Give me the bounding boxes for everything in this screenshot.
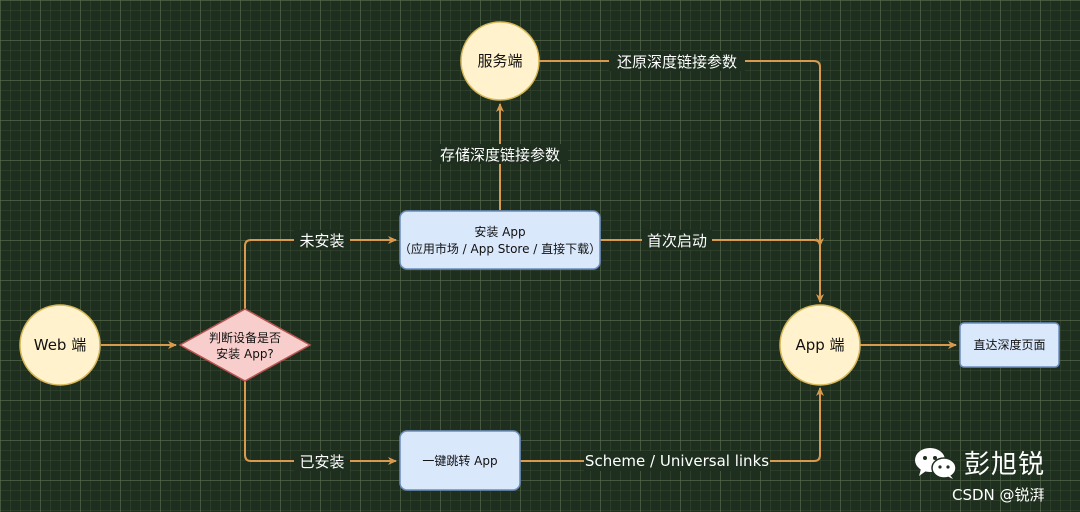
node-install: 安装 App （应用市场 / App Store / 直接下载） — [399, 210, 601, 270]
node-decision: 判断设备是否 安装 App? — [178, 308, 312, 382]
svg-text:Scheme / Universal links: Scheme / Universal links — [585, 452, 769, 470]
edge-label-installed: 已安装 — [294, 451, 350, 471]
edge-label-scheme: Scheme / Universal links — [584, 451, 770, 471]
node-server: 服务端 — [460, 21, 540, 101]
edge-decision-to-jump — [244, 380, 397, 465]
edge-label-first-launch: 首次启动 — [642, 230, 712, 250]
svg-text:App 端: App 端 — [795, 336, 844, 354]
svg-text:存储深度链接参数: 存储深度链接参数 — [440, 146, 560, 164]
node-jump: 一键跳转 App — [399, 430, 521, 491]
svg-text:Web 端: Web 端 — [34, 336, 86, 354]
edge-install-to-app — [600, 237, 824, 247]
edge-label-not-installed: 未安装 — [294, 230, 350, 250]
edge-label-restore-params: 还原深度链接参数 — [609, 51, 745, 71]
svg-text:安装 App: 安装 App — [474, 224, 525, 239]
edge-label-store-params: 存储深度链接参数 — [432, 144, 568, 164]
watermark-csdn: CSDN @锐湃 — [952, 486, 1045, 504]
svg-text:安装 App?: 安装 App? — [216, 346, 274, 361]
node-app: App 端 — [779, 304, 861, 386]
svg-text:未安装: 未安装 — [299, 232, 344, 250]
svg-text:（应用市场 / App Store / 直接下载）: （应用市场 / App Store / 直接下载） — [399, 241, 601, 256]
svg-text:直达深度页面: 直达深度页面 — [973, 337, 1045, 352]
wechat-icon — [915, 448, 957, 479]
svg-text:判断设备是否: 判断设备是否 — [209, 330, 281, 345]
node-web: Web 端 — [19, 304, 101, 386]
svg-text:还原深度链接参数: 还原深度链接参数 — [617, 53, 737, 71]
edge-decision-to-install — [244, 236, 397, 310]
svg-text:服务端: 服务端 — [477, 52, 522, 70]
edge-server-to-app — [538, 60, 824, 303]
svg-text:一键跳转 App: 一键跳转 App — [422, 453, 497, 468]
watermark-author-name: 彭旭锐 — [964, 450, 1046, 480]
node-direct-page: 直达深度页面 — [959, 322, 1060, 368]
svg-text:已安装: 已安装 — [299, 453, 344, 471]
edge-jump-to-app — [520, 387, 824, 462]
svg-text:首次启动: 首次启动 — [647, 232, 707, 250]
